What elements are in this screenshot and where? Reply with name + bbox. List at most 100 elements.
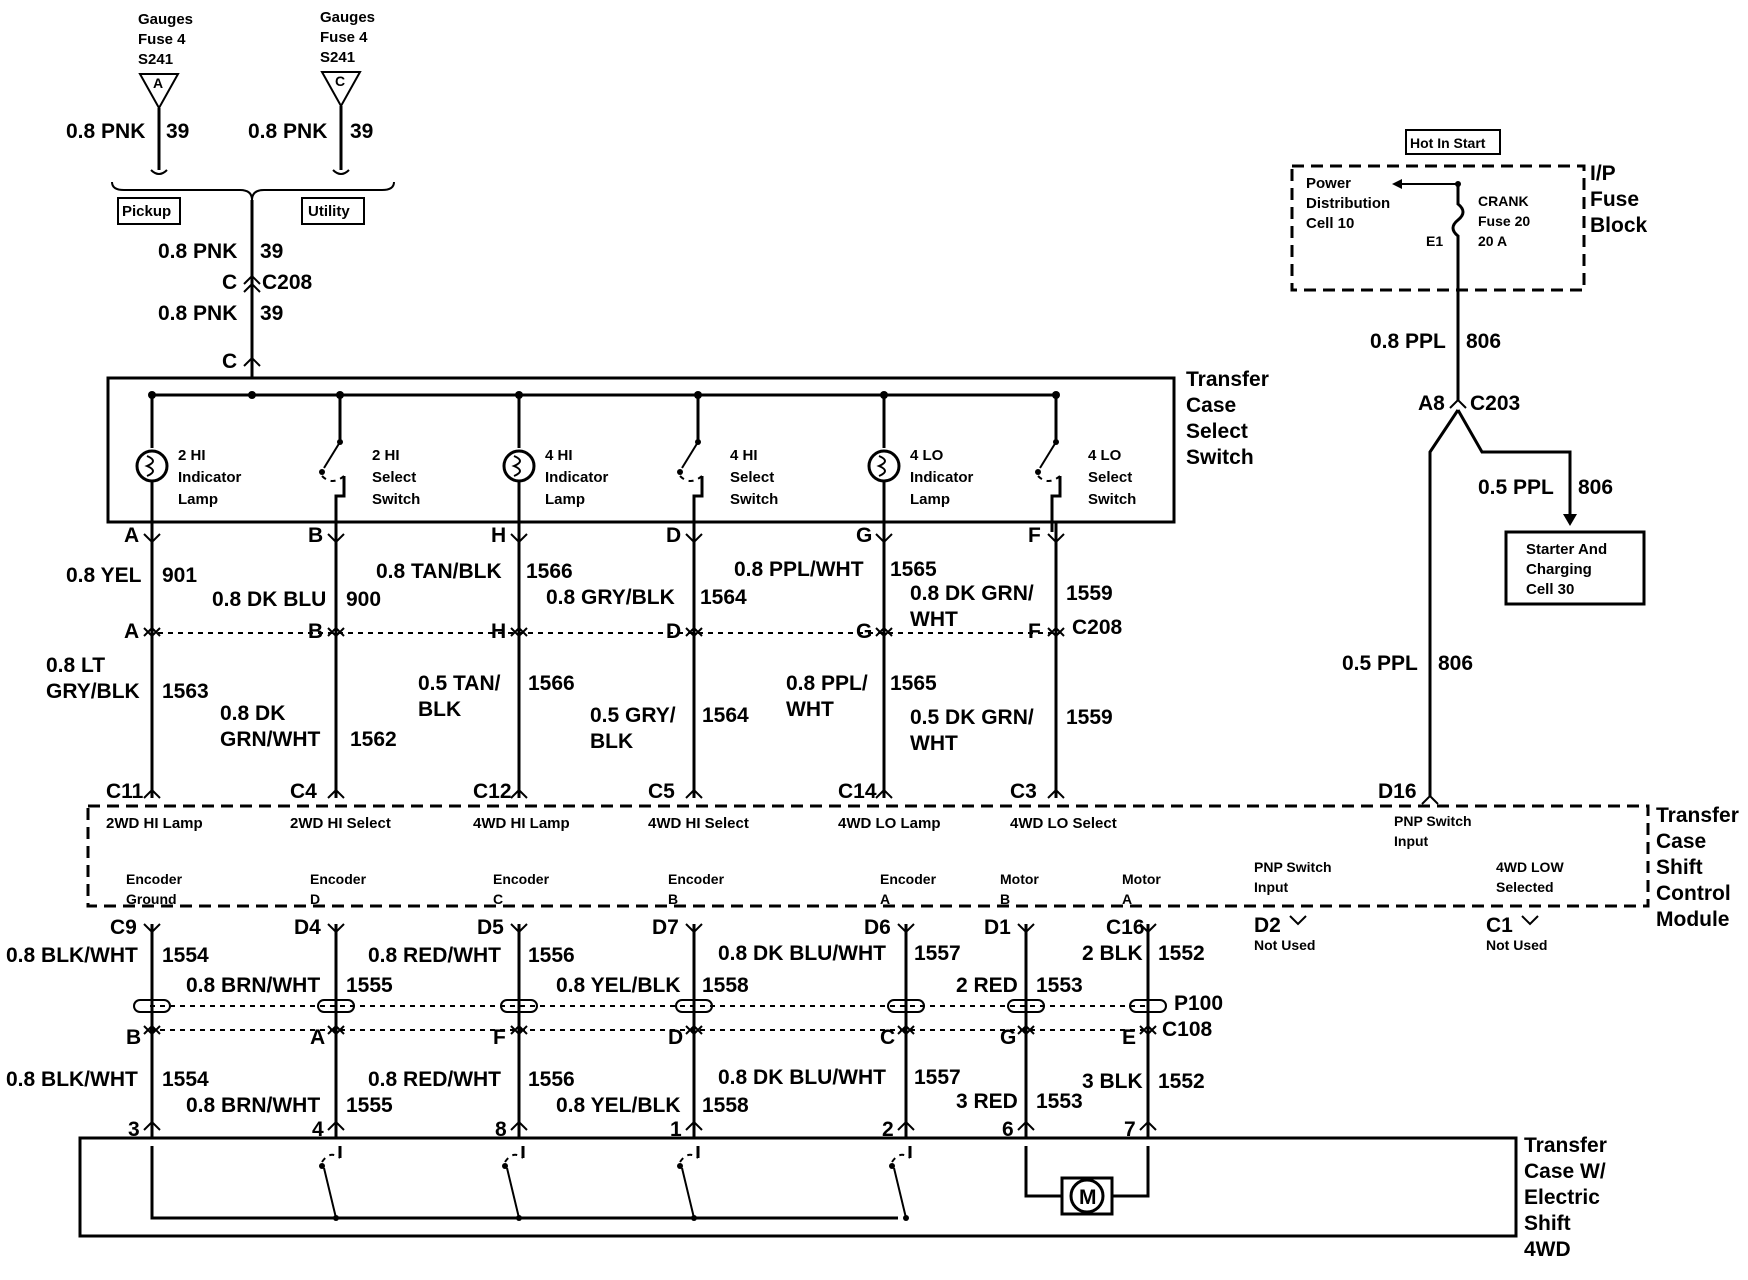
- wire-label: 3 BLK: [1082, 1070, 1143, 1093]
- splice-triangle-icon: [320, 71, 362, 109]
- terminal-pin: 1: [670, 1118, 682, 1141]
- module-connector-pin: C11: [106, 780, 144, 803]
- module-lower-label1: Motor: [1122, 871, 1161, 887]
- circuit-number: 1554: [162, 1068, 209, 1091]
- wire-label: 0.8 PNK: [248, 120, 327, 143]
- arrow-left-icon: [1392, 179, 1402, 189]
- module-connector-pin: C9: [110, 916, 137, 939]
- source-left: Gauges Fuse 4 S241 A 0.8 PNK 39: [66, 11, 193, 175]
- switch-item-label3: Lamp: [178, 491, 218, 508]
- wire-label: 0.8 BLK/WHT: [6, 1068, 138, 1091]
- switch-item-label1: 4 HI: [730, 447, 758, 464]
- terminal-pin: 8: [495, 1118, 507, 1141]
- crank-label: CRANK: [1478, 193, 1529, 209]
- connector-pin: A: [124, 524, 139, 547]
- hot-in-start-box: [1405, 129, 1501, 155]
- splice-triangle-icon: [138, 73, 180, 111]
- circuit-number: 1552: [1158, 1070, 1205, 1093]
- connector-p100: P100: [1174, 992, 1223, 1015]
- indicator-lamp-icon: [867, 449, 901, 483]
- pnp-input-label2: Input: [1254, 879, 1289, 895]
- module-title-1: Transfer: [1656, 804, 1739, 827]
- module-pin-label: 4WD HI Lamp: [473, 815, 570, 832]
- utility-box: [301, 197, 365, 225]
- connector-pin: G: [856, 620, 872, 643]
- circuit-number: 1564: [702, 704, 749, 727]
- module-connector-pin: D6: [864, 916, 891, 939]
- wire-label: 0.8 YEL: [66, 564, 142, 587]
- switch-item-label3: Lamp: [545, 491, 585, 508]
- wire-label: BLK: [418, 698, 461, 721]
- connector-pin: H: [491, 620, 506, 643]
- wire-label: 0.8 DK BLU: [212, 588, 326, 611]
- switch-title-4: Switch: [1186, 446, 1254, 469]
- module-lower-label1: Encoder: [310, 871, 367, 887]
- circuit-number: 1554: [162, 944, 209, 967]
- not-used-label: Not Used: [1486, 937, 1547, 953]
- module-connector-pin: D1: [984, 916, 1011, 939]
- connector-c208: C208: [262, 271, 313, 294]
- wire-806-down: [1428, 409, 1460, 796]
- wire-label: 0.8 BLK/WHT: [6, 944, 138, 967]
- module-lower-label2: A: [880, 891, 890, 907]
- module-lower-label1: Motor: [1000, 871, 1039, 887]
- circuit-number: 806: [1438, 652, 1473, 675]
- circuit-number: 1565: [890, 558, 937, 581]
- source-right-label2: Fuse 4: [320, 29, 368, 46]
- wire-label: 0.8 LT: [46, 654, 105, 677]
- module-connector-pin: C5: [648, 780, 675, 803]
- transfer-case-title-3: Electric: [1524, 1186, 1600, 1209]
- terminal-pin: 7: [1124, 1118, 1136, 1141]
- circuit-number: 1553: [1036, 974, 1083, 997]
- switch-item-label2: Select: [372, 469, 416, 486]
- switch-item-label2: Select: [730, 469, 774, 486]
- circuit-number: 1556: [528, 1068, 575, 1091]
- connector-pin: B: [126, 1026, 141, 1049]
- module-connector-pin: D7: [652, 916, 679, 939]
- select-switch-icon: [1039, 441, 1057, 469]
- wire-806-branch: [1456, 409, 1572, 516]
- module-title-2: Case: [1656, 830, 1706, 853]
- connector-c208-right: C208: [1072, 616, 1123, 639]
- wire-label: 0.8 DK: [220, 702, 285, 725]
- starter-label1: Starter And: [1526, 541, 1607, 558]
- utility-label: Utility: [308, 203, 350, 220]
- switch-item-label1: 4 HI: [545, 447, 573, 464]
- wire-label: 0.8 YEL/BLK: [556, 1094, 680, 1117]
- module-connector-pin: D5: [477, 916, 504, 939]
- transfer-case-box: [78, 1136, 1518, 1238]
- wire-label: GRN/WHT: [220, 728, 320, 751]
- switch-item-label2: Indicator: [545, 469, 609, 486]
- module-lower-label2: B: [1000, 891, 1010, 907]
- connector-pin: G: [1000, 1026, 1016, 1049]
- circuit-number: 1558: [702, 1094, 749, 1117]
- hot-in-start-label: Hot In Start: [1410, 135, 1486, 151]
- arrow-down-icon: [1563, 514, 1577, 526]
- switch-item-label2: Indicator: [178, 469, 242, 486]
- module-lower-label2: Ground: [126, 891, 177, 907]
- terminal-pin: 4: [312, 1118, 324, 1141]
- module-lower-label1: Encoder: [493, 871, 550, 887]
- connector-pin: A: [310, 1026, 325, 1049]
- starter-box: [1504, 530, 1646, 606]
- transfer-case-title-1: Transfer: [1524, 1134, 1607, 1157]
- module-pin-label: 4WD LO Lamp: [838, 815, 941, 832]
- starter-label3: Cell 30: [1526, 581, 1574, 598]
- switch-item-label3: Lamp: [910, 491, 950, 508]
- source-right-label1: Gauges: [320, 9, 375, 26]
- fuse-block-box: [1290, 164, 1586, 292]
- wire-label: 0.5 DK GRN/: [910, 706, 1034, 729]
- circuit-number: 1556: [528, 944, 575, 967]
- indicator-lamp-icon: [502, 449, 536, 483]
- module-title-3: Shift: [1656, 856, 1703, 879]
- module-lower-label1: Encoder: [880, 871, 937, 887]
- wire-label: 0.8 GRY/BLK: [546, 586, 675, 609]
- power-dist-label2: Distribution: [1306, 195, 1390, 212]
- module-lower-label1: Encoder: [668, 871, 725, 887]
- module-lower-label2: D: [310, 891, 320, 907]
